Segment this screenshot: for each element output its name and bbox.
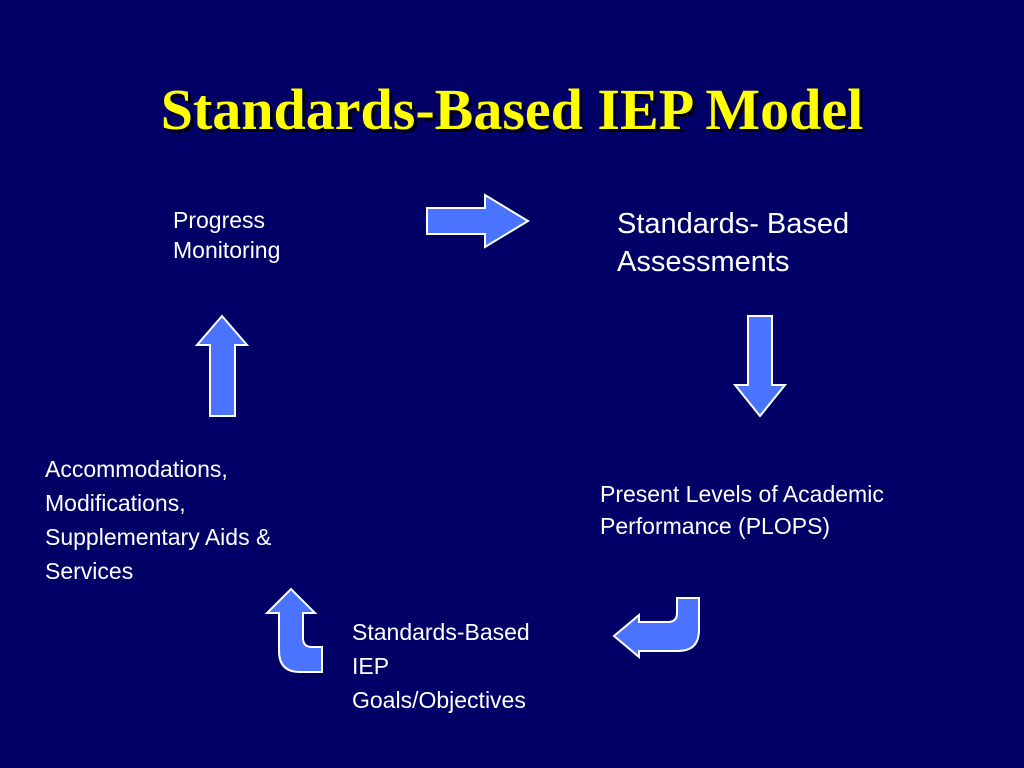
step-text-line: Goals/Objectives <box>352 687 526 713</box>
step-text-line: Modifications, <box>45 490 186 516</box>
step-iep-goals: Standards-Based IEP Goals/Objectives <box>352 615 530 717</box>
step-text-line: Standards-Based <box>352 619 530 645</box>
arrow-down-icon <box>732 315 788 418</box>
arrow-curved-up-icon <box>264 587 323 673</box>
step-text-line: Monitoring <box>173 237 281 263</box>
step-standards-based-assessments: Standards- Based Assessments <box>617 205 849 281</box>
step-text-line: Assessments <box>617 246 790 278</box>
step-text-line: Present Levels of Academic <box>600 481 884 507</box>
arrow-curved-left-icon <box>612 597 700 660</box>
step-text-line: Progress <box>173 207 266 233</box>
step-present-levels: Present Levels of Academic Performance (… <box>600 478 884 542</box>
step-text-line: Services <box>45 558 134 584</box>
step-text-line: Standards- Based <box>617 208 850 240</box>
arrow-right-icon <box>426 193 530 249</box>
step-text-line: Performance (PLOPS) <box>600 513 831 539</box>
arrow-up-icon <box>194 314 250 417</box>
step-progress-monitoring: Progress Monitoring <box>173 205 280 265</box>
step-accommodations: Accommodations, Modifications, Supplemen… <box>45 452 271 588</box>
step-text-line: Supplementary Aids & <box>45 524 272 550</box>
step-text-line: Accommodations, <box>45 456 228 482</box>
slide-title: Standards-Based IEP Model <box>160 77 864 142</box>
step-text-line: IEP <box>352 653 390 679</box>
